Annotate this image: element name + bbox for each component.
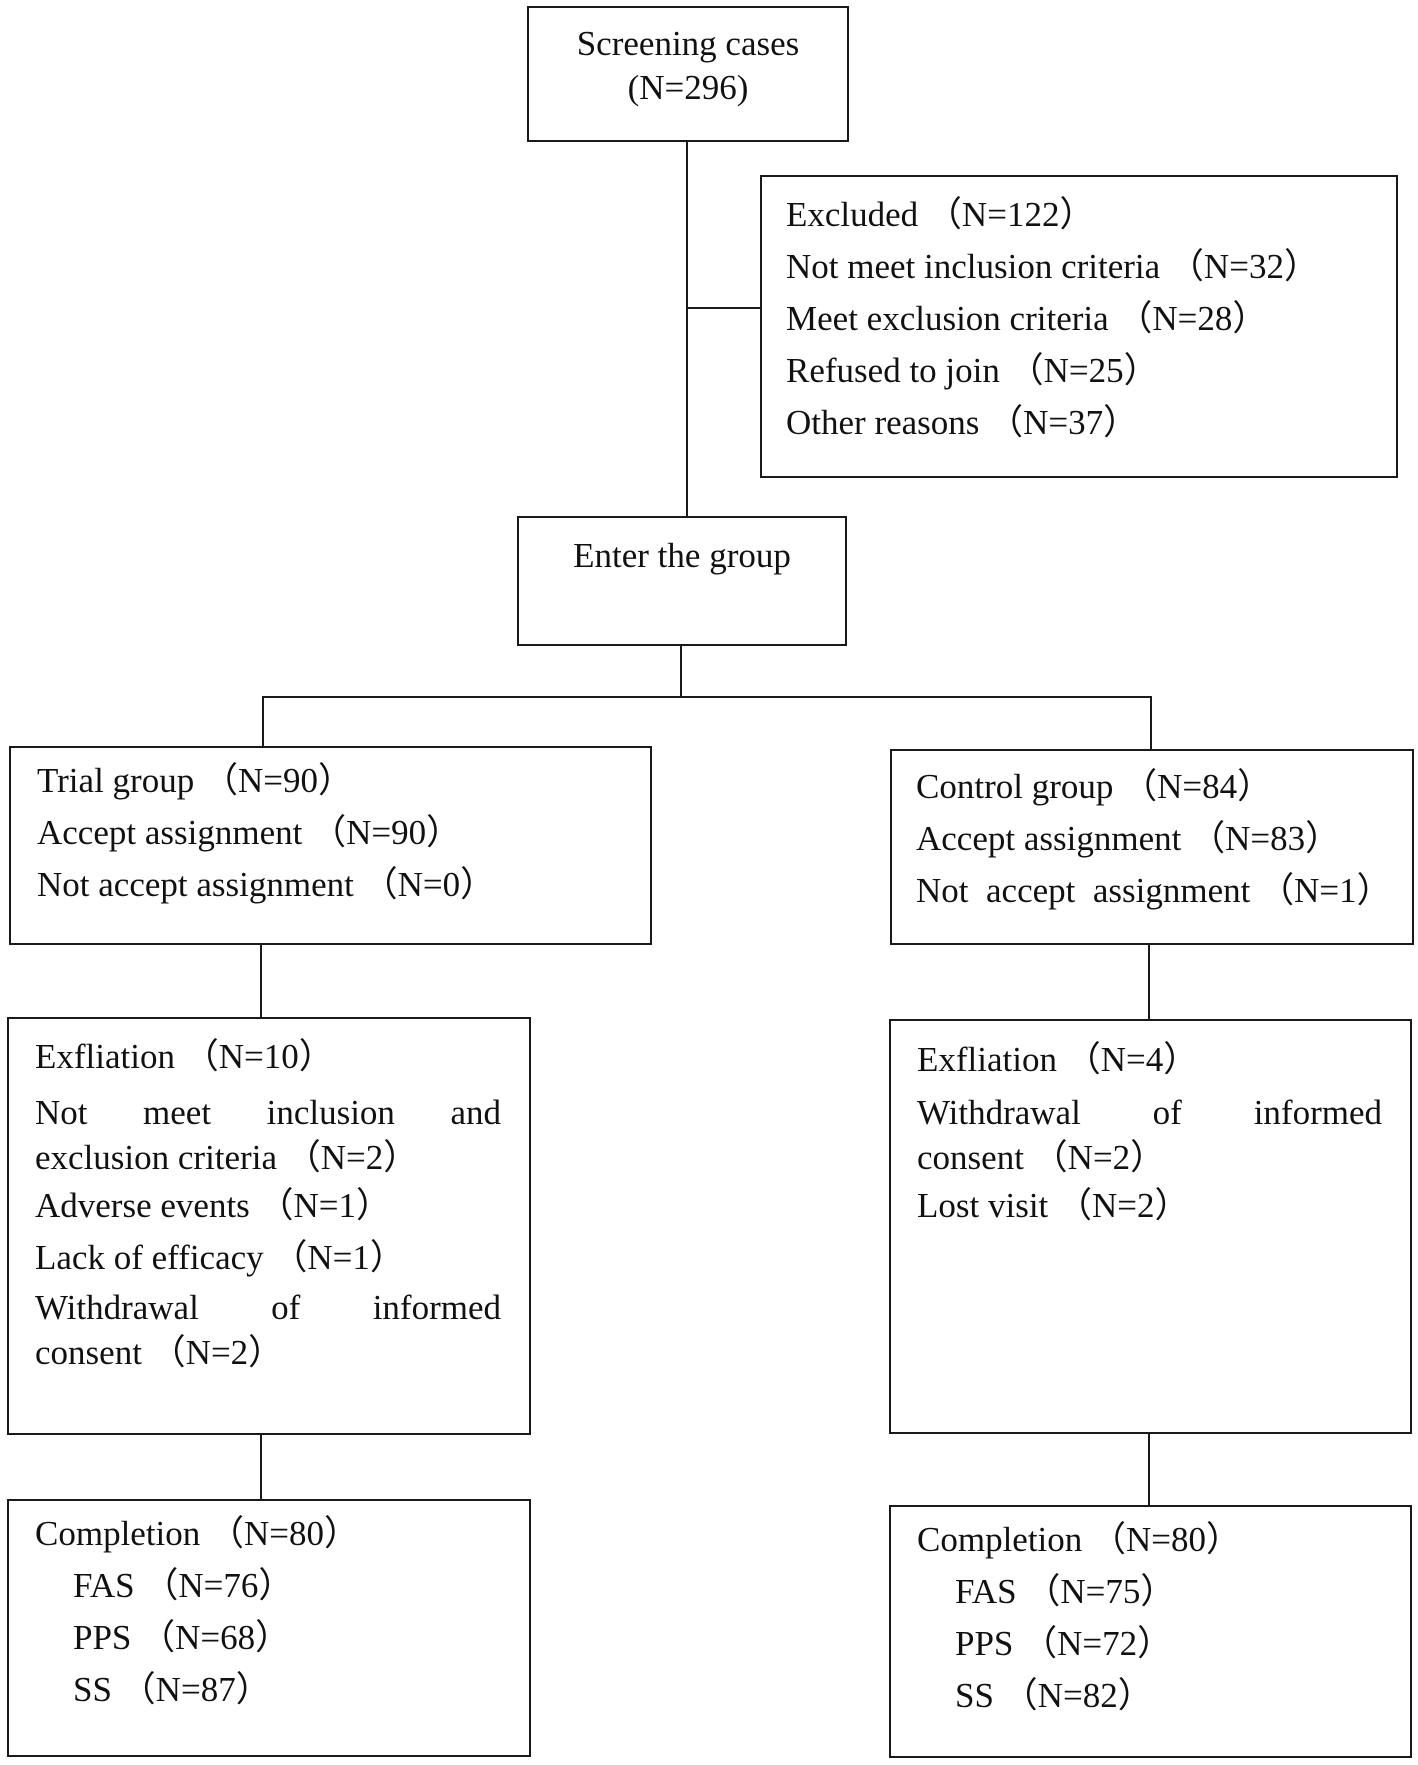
control-completion-box: Completion （N=80） FAS （N=75） PPS （N=72） … (889, 1505, 1412, 1758)
control-exfliation-withdrawal-line1: Withdrawal of informed (917, 1093, 1382, 1132)
excluded-meet-exclusion: Meet exclusion criteria （N=28） (786, 299, 1268, 338)
control-completion-fas: FAS （N=75） (955, 1572, 1176, 1611)
screening-box: Screening cases (N=296) (527, 6, 849, 142)
trial-completion-box: Completion （N=80） FAS （N=76） PPS （N=68） … (7, 1499, 531, 1757)
connector-to-trial (262, 696, 264, 748)
control-accept-assignment: Accept assignment （N=83） (916, 819, 1341, 858)
trial-group-box: Trial group （N=90） Accept assignment （N=… (9, 746, 652, 945)
trial-exfliation-not-meet-criteria-line2: exclusion criteria （N=2） (35, 1138, 419, 1177)
connector-control-exfliation-to-completion (1148, 1434, 1150, 1506)
screening-label: Screening cases (576, 24, 800, 63)
connector-screening-to-enter (686, 142, 688, 518)
trial-exfliation-adverse-events: Adverse events （N=1） (35, 1186, 392, 1225)
trial-accept-assignment: Accept assignment （N=90） (37, 813, 462, 852)
trial-exfliation-lack-efficacy: Lack of efficacy （N=1） (35, 1238, 405, 1277)
control-completion-total: Completion （N=80） (917, 1520, 1242, 1559)
connector-trial-to-exfliation (260, 944, 262, 1018)
excluded-total: Excluded （N=122） (786, 195, 1095, 234)
connector-enter-down (680, 645, 682, 697)
control-group-total: Control group （N=84） (916, 767, 1273, 806)
control-completion-ss: SS （N=82） (955, 1676, 1153, 1715)
control-exfliation-withdrawal-line2: consent （N=2） (917, 1138, 1166, 1177)
trial-exfliation-not-meet-criteria-line1: Not meet inclusion and (35, 1093, 501, 1132)
excluded-box: Excluded （N=122） Not meet inclusion crit… (760, 175, 1398, 478)
enter-group-box: Enter the group (517, 516, 847, 646)
enter-group-label: Enter the group (573, 536, 791, 575)
excluded-not-meet-inclusion: Not meet inclusion criteria （N=32） (786, 247, 1319, 286)
connector-trial-exfliation-to-completion (260, 1434, 262, 1500)
excluded-refused: Refused to join （N=25） (786, 351, 1159, 390)
control-completion-pps: PPS （N=72） (955, 1624, 1173, 1663)
control-exfliation-title: Exfliation （N=4） (917, 1040, 1199, 1079)
trial-completion-total: Completion （N=80） (35, 1514, 360, 1553)
trial-not-accept-assignment: Not accept assignment （N=0） (37, 865, 496, 904)
trial-completion-fas: FAS （N=76） (73, 1566, 294, 1605)
screening-count: (N=296) (627, 68, 749, 107)
control-exfliation-box: Exfliation （N=4） Withdrawal of informed … (889, 1019, 1412, 1434)
trial-exfliation-withdrawal-line1: Withdrawal of informed (35, 1288, 501, 1327)
trial-exfliation-box: Exfliation （N=10） Not meet inclusion and… (7, 1017, 531, 1435)
connector-to-excluded (686, 307, 762, 309)
trial-completion-pps: PPS （N=68） (73, 1618, 291, 1657)
trial-completion-ss: SS （N=87） (73, 1670, 271, 1709)
control-group-box: Control group （N=84） Accept assignment （… (890, 749, 1414, 945)
control-not-accept-assignment: Not accept assignment （N=1） (916, 871, 1392, 910)
trial-exfliation-withdrawal-line2: consent （N=2） (35, 1333, 284, 1372)
trial-exfliation-title: Exfliation （N=10） (35, 1037, 334, 1076)
connector-to-control (1150, 696, 1152, 750)
connector-control-to-exfliation (1148, 945, 1150, 1021)
excluded-other: Other reasons （N=37） (786, 403, 1139, 442)
connector-branch (262, 696, 1152, 698)
control-exfliation-lost-visit: Lost visit （N=2） (917, 1186, 1190, 1225)
trial-group-total: Trial group （N=90） (37, 761, 353, 800)
